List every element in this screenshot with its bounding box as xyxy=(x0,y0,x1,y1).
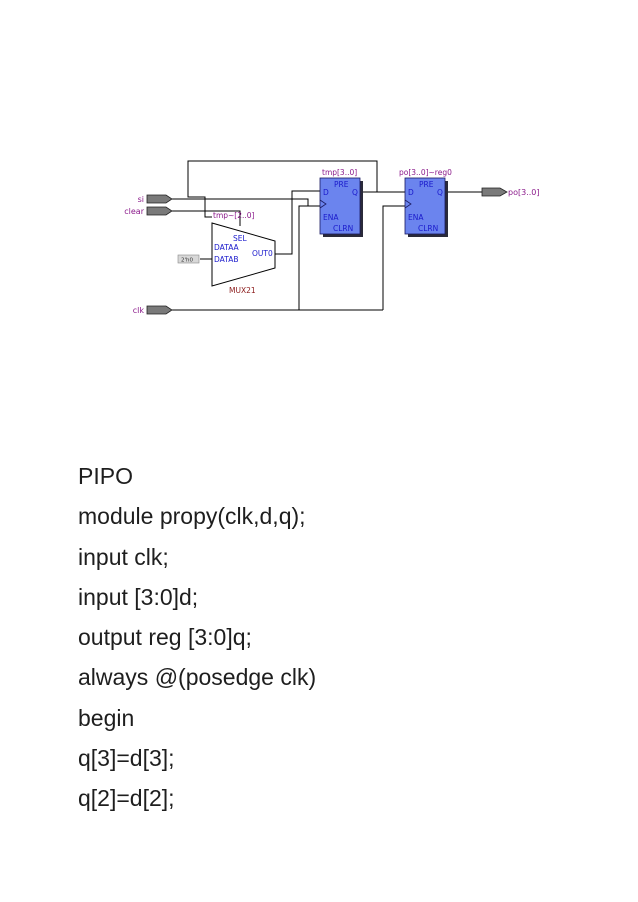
code-line: PIPO xyxy=(78,463,133,489)
register-po-reg0: po[3..0]~reg0 PRE D Q ENA CLRN xyxy=(399,168,452,237)
register-tmp: tmp[3..0] PRE D Q ENA CLRN xyxy=(319,168,363,237)
po-label: po[3..0] xyxy=(508,188,539,197)
code-line: output reg [3:0]q; xyxy=(78,624,252,651)
constant-block: 2'h0 xyxy=(177,254,200,264)
clear-wire xyxy=(171,210,241,226)
mux-datab-pin: DATAB xyxy=(214,255,238,264)
mux-name-label: MUX21 xyxy=(229,286,256,295)
clear-label: clear xyxy=(124,207,144,216)
reg1-d-pin: D xyxy=(323,188,329,197)
reg2-ena-pin: ENA xyxy=(408,213,424,222)
code-line: module propy(clk,d,q); xyxy=(78,503,306,530)
code-line: input clk; xyxy=(78,543,169,570)
mux-out-pin: OUT0 xyxy=(252,249,273,258)
input-port-si: si xyxy=(138,194,173,204)
verilog-code: PIPO module propy(clk,d,q); input clk; i… xyxy=(78,456,598,819)
code-line: q[2]=d[2]; xyxy=(78,785,175,812)
reg1-clrn-pin: CLRN xyxy=(333,224,353,233)
code-line: q[3]=d[3]; xyxy=(78,745,175,772)
reg1-name: tmp[3..0] xyxy=(322,168,357,177)
reg1-pre-pin: PRE xyxy=(334,180,349,189)
wires xyxy=(171,160,482,311)
clk-branch-reg1 xyxy=(298,205,320,310)
code-line: begin xyxy=(78,704,135,731)
reg1-ena-pin: ENA xyxy=(323,213,339,222)
input-port-clk: clk xyxy=(133,305,173,315)
mux21-block: tmp~[2..0] SEL DATAA DATAB OUT0 MUX21 xyxy=(211,211,276,295)
si-wire xyxy=(171,198,320,207)
reg1-q-pin: Q xyxy=(352,188,358,197)
si-label: si xyxy=(138,195,144,204)
reg2-pre-pin: PRE xyxy=(419,180,434,189)
input-port-clear: clear xyxy=(124,206,173,216)
mux-dataa-pin: DATAA xyxy=(214,243,240,252)
clk-label: clk xyxy=(133,306,145,315)
code-line: always @(posedge clk) xyxy=(78,664,317,691)
clk-branch-reg2 xyxy=(382,205,405,310)
mux-instance-label: tmp~[2..0] xyxy=(213,211,255,220)
reg2-d-pin: D xyxy=(408,188,414,197)
reg2-clrn-pin: CLRN xyxy=(418,224,438,233)
feedback-wire xyxy=(187,160,378,218)
rtl-schematic: si clear clk tmp~[2..0] SEL DATAA DATAB … xyxy=(124,160,539,315)
output-port-po: po[3..0] xyxy=(481,187,539,197)
mux-out-wire xyxy=(275,190,320,255)
reg2-name: po[3..0]~reg0 xyxy=(399,168,452,177)
mux-sel-pin: SEL xyxy=(233,234,247,243)
code-line: input [3:0]d; xyxy=(78,583,199,610)
constant-value: 2'h0 xyxy=(181,258,193,264)
reg2-q-pin: Q xyxy=(437,188,443,197)
